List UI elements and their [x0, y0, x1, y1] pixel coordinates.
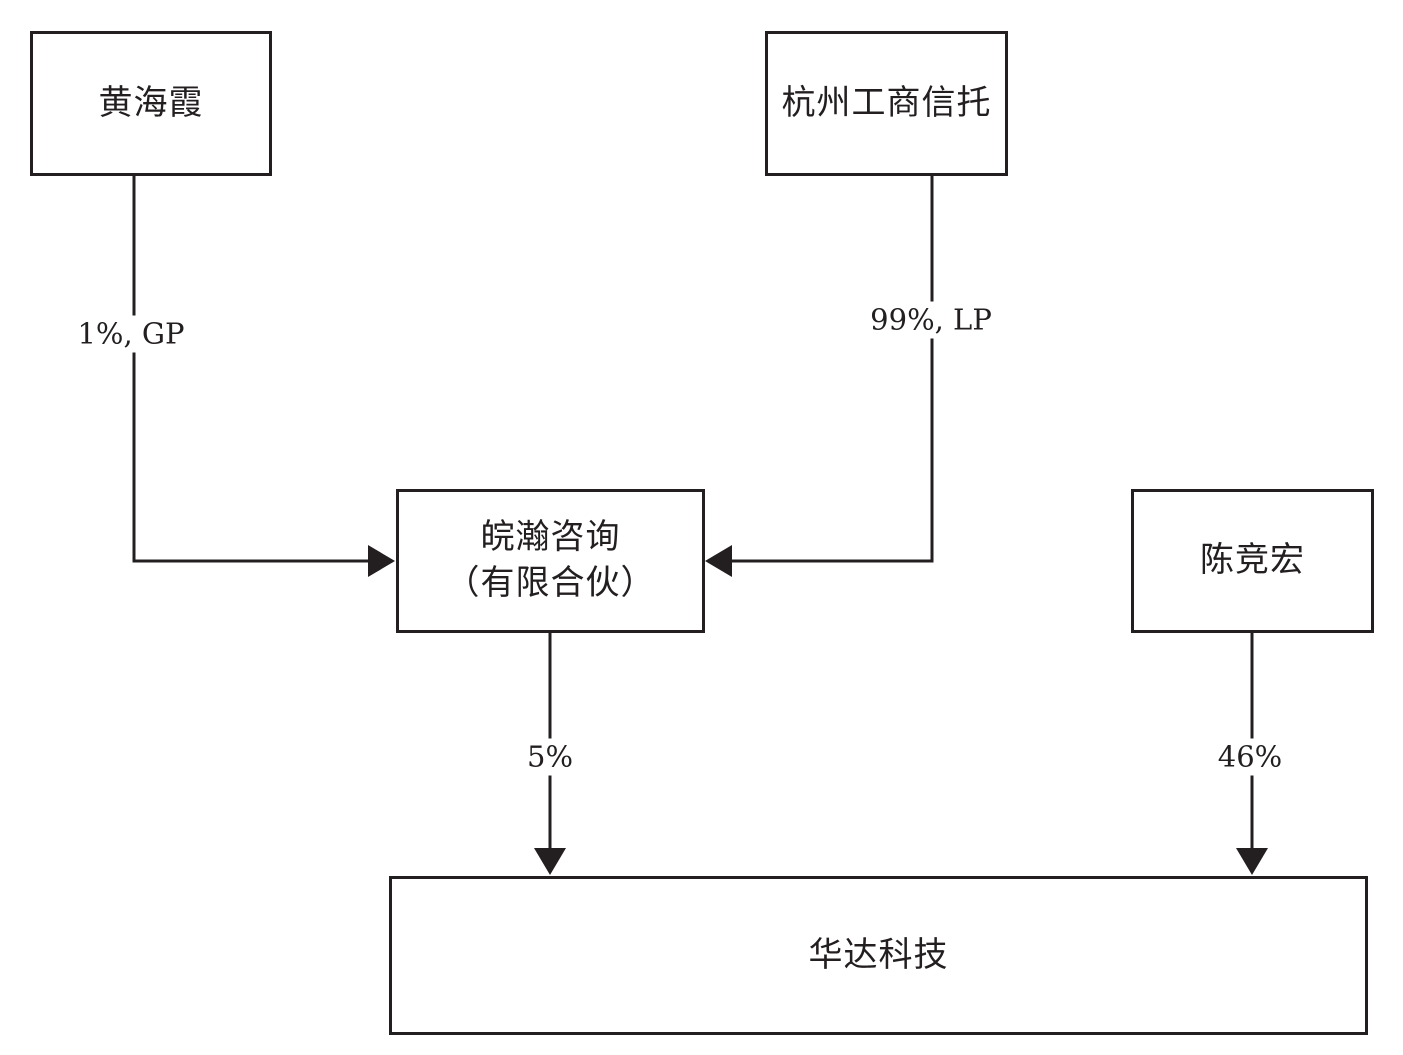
edge-trust-to-wanhan: [731, 176, 934, 563]
node-huang-haixia: 黄海霞: [30, 31, 272, 176]
node-chen-jinghong: 陈竞宏: [1131, 489, 1374, 633]
node-sublabel: （有限合伙）: [445, 563, 656, 603]
node-label: 杭州工商信托: [781, 82, 992, 123]
node-label: 皖瀚咨询: [480, 517, 621, 558]
node-wanhan-consulting: 皖瀚咨询 （有限合伙）: [396, 489, 705, 633]
arrowhead-left: [705, 545, 732, 577]
arrowhead-down: [1236, 848, 1268, 875]
arrowhead-down: [534, 848, 566, 875]
node-huada-tech: 华达科技: [389, 876, 1368, 1035]
node-hangzhou-trust: 杭州工商信托: [765, 31, 1008, 176]
edge-label-lp-share: 99%, LP: [868, 301, 994, 339]
edge-label-gp-share: 1%, GP: [75, 315, 187, 353]
node-label: 黄海霞: [98, 82, 204, 123]
node-label: 华达科技: [808, 934, 949, 975]
node-label: 陈竞宏: [1200, 540, 1305, 581]
edge-label-wanhan-share: 5%: [524, 738, 576, 776]
arrowhead-right: [368, 545, 395, 577]
edge-label-chen-share: 46%: [1215, 738, 1285, 776]
edge-huang-to-wanhan: [132, 176, 370, 563]
